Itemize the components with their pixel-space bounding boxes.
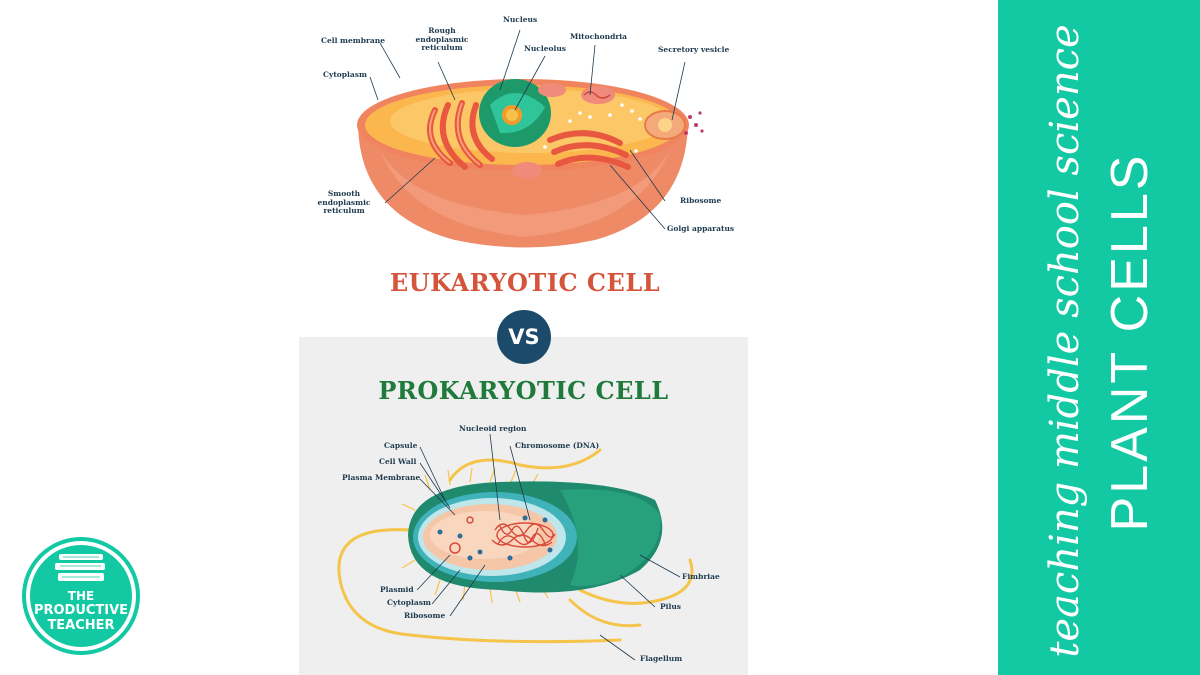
label-ribosome: Ribosome <box>680 196 722 205</box>
label-pilus: Pilus <box>660 602 682 611</box>
label-cell-wall: Cell Wall <box>379 457 417 466</box>
label-cell-membrane: Cell membrane <box>321 36 385 45</box>
sidebar-subtitle: teaching middle school science <box>1042 24 1088 658</box>
logo-line-productive: PRODUCTIVE <box>33 603 129 618</box>
sidebar-title: PLANT CELLS <box>1101 152 1159 532</box>
label-nucleus: Nucleus <box>503 15 538 24</box>
label-rough-er: Rough endoplasmic reticulum <box>404 26 480 53</box>
label-mitochondria: Mitochondria <box>570 32 627 41</box>
label-rough-er-line3: reticulum <box>421 43 463 53</box>
label-nucleolus: Nucleolus <box>524 44 567 53</box>
prokaryotic-cell-title: PROKARYOTIC CELL <box>378 376 669 405</box>
books-icon <box>55 554 105 581</box>
prokaryotic-leader-lines <box>416 433 681 661</box>
sidebar-banner <box>998 0 1200 675</box>
eukaryotic-cell-illustration <box>357 79 704 248</box>
label-fimbriae: Fimbriae <box>682 572 720 581</box>
eukaryotic-cell-title: EUKARYOTIC CELL <box>389 268 661 297</box>
label-rough-er-line2: endoplasmic <box>415 34 469 44</box>
logo-line-teacher: TEACHER <box>47 618 115 633</box>
label-smooth-er: Smooth endoplasmic reticulum <box>306 189 382 216</box>
label-chromosome: Chromosome (DNA) <box>515 441 600 450</box>
label-cytoplasm-pro: Cytoplasm <box>387 598 431 607</box>
label-ribosome-pro: Ribosome <box>404 611 446 620</box>
label-nucleoid-region: Nucleoid region <box>459 424 527 433</box>
label-plasmid: Plasmid <box>380 585 414 594</box>
label-smooth-er-line1: Smooth <box>327 189 361 198</box>
logo-line-the: THE <box>67 589 95 603</box>
label-rough-er-line1: Rough <box>428 26 456 35</box>
label-smooth-er-line3: reticulum <box>323 206 365 216</box>
vs-badge: VS <box>497 310 551 364</box>
label-plasma-membrane: Plasma Membrane <box>342 473 421 482</box>
label-smooth-er-line2: endoplasmic <box>317 197 371 207</box>
label-capsule: Capsule <box>384 441 418 450</box>
eukaryotic-leader-lines <box>369 29 686 230</box>
label-golgi-apparatus: Golgi apparatus <box>667 224 735 233</box>
label-flagellum: Flagellum <box>640 654 683 663</box>
label-secretory-vesicle: Secretory vesicle <box>658 45 730 54</box>
label-cytoplasm: Cytoplasm <box>323 70 367 79</box>
logo-inner-circle <box>30 545 132 647</box>
